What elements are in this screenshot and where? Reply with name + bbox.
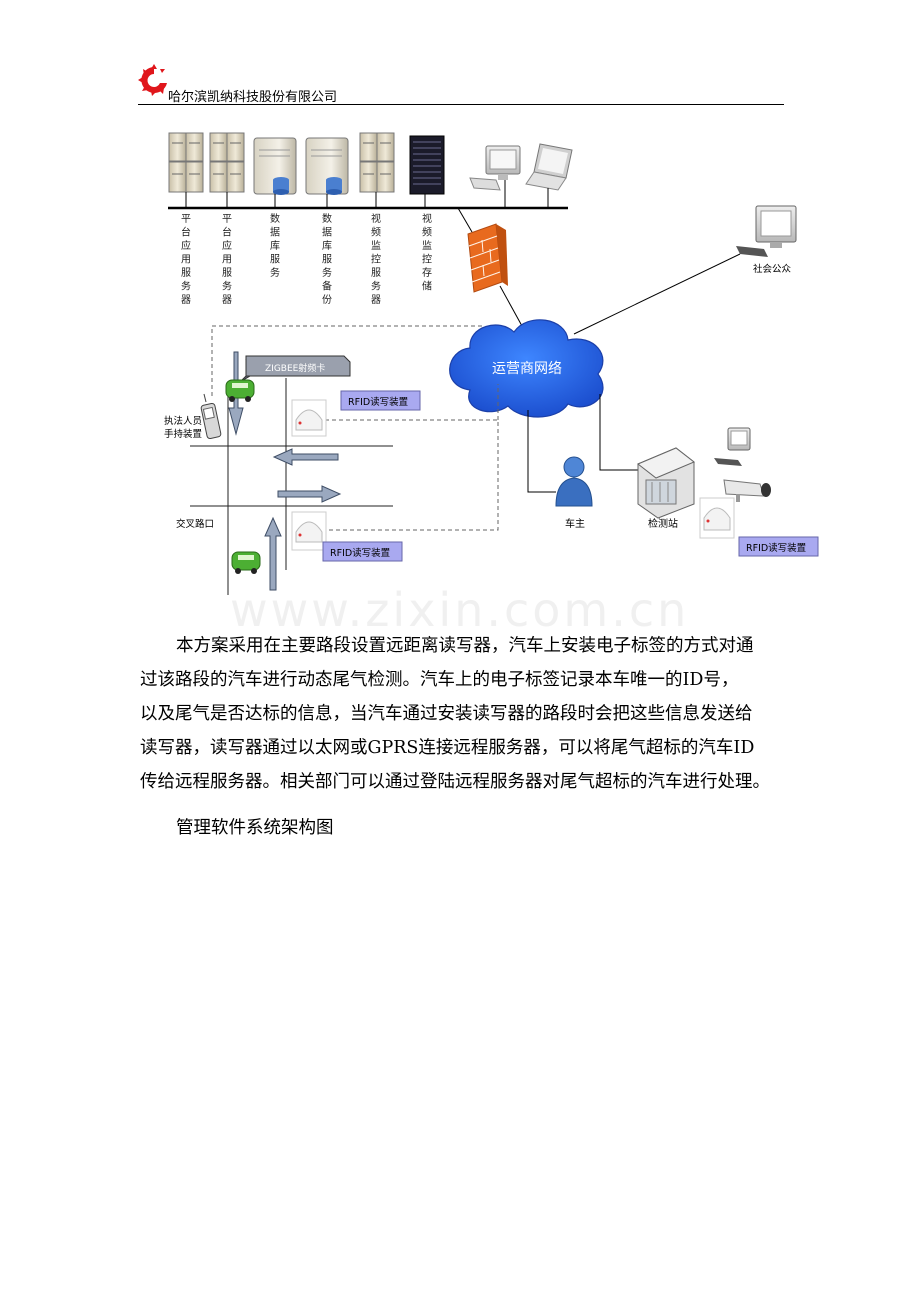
company-name: 哈尔滨凯纳科技股份有限公司	[168, 90, 338, 105]
handheld-label-1: 执法人员	[164, 415, 202, 427]
paragraph-line: 本方案采用在主要路段设置远距离读写器，汽车上安装电子标签的方式对通	[176, 636, 754, 656]
storage-rack-icon	[409, 135, 445, 208]
rfid-label-3: RFID读写装置	[746, 542, 806, 554]
system-diagram: 平台应用服务器平台应用服务器数据库服务数据库服务备份视频监控服务器视频监控存储 …	[164, 132, 819, 595]
video-server-icon	[359, 132, 395, 208]
server-label: 数据库服务备份	[322, 212, 332, 306]
network-links	[527, 394, 640, 493]
watermark: www.zixin.com.cn	[230, 583, 690, 637]
rfid-label-2: RFID读写装置	[330, 547, 390, 559]
server-label: 平台应用服务器	[181, 214, 191, 306]
server-label: 视频监控服务器	[371, 212, 381, 306]
rfid-label-box: RFID读写装置	[322, 541, 403, 562]
firewall-icon	[457, 207, 523, 327]
server-icon	[209, 132, 245, 208]
monitor-icon	[714, 427, 751, 466]
desktop-computer-icon	[469, 145, 521, 208]
public-label: 社会公众	[753, 263, 792, 275]
dashed-link	[211, 325, 499, 531]
carrier-network-cloud	[449, 319, 604, 418]
station-label: 检测站	[648, 517, 678, 530]
server-labels: 平台应用服务器 平台应用服务器 数据库服务 数据库服务备份 视频监控服务器 视频监控存储	[181, 212, 432, 306]
header-rule	[138, 104, 784, 105]
camera-icon	[723, 479, 771, 502]
paragraph-line: 读写器，读写器通过以太网或GPRS连接远程服务器，可以将尾气超标的汽车ID	[140, 738, 755, 758]
server-icon	[168, 132, 204, 208]
car-icon	[231, 551, 261, 574]
rfid-label-1: RFID读写装置	[348, 396, 408, 408]
rfid-label-box: RFID读写装置	[738, 536, 819, 557]
zigbee-tag-callout	[239, 355, 351, 383]
handheld-device-icon	[200, 393, 222, 440]
paragraph-line: 传给远程服务器。相关部门可以通过登陆远程服务器对尾气超标的汽车进行处理。	[140, 772, 770, 792]
rfid-label-box: RFID读写装置	[340, 390, 421, 411]
cloud-label: 运营商网络	[492, 361, 562, 377]
page-header: 哈尔滨凯纳科技股份有限公司	[138, 62, 784, 106]
paragraph-line: 过该路段的汽车进行动态尾气检测。汽车上的电子标签记录本车唯一的ID号，	[140, 670, 739, 690]
paragraph-line: 以及尾气是否达标的信息，当汽车通过安装读写器的路段时会把这些信息发送给	[140, 704, 753, 724]
inspection-station-icon	[637, 447, 695, 519]
server-label: 平台应用服务器	[222, 214, 232, 306]
public-computer-icon	[573, 205, 797, 335]
server-label: 数据库服务	[270, 212, 280, 279]
body-paragraph: 本方案采用在主要路段设置远距离读写器，汽车上安装电子标签的方式对通 过该路段的汽…	[140, 629, 788, 799]
road-lines	[190, 378, 393, 595]
server-label: 视频监控存储	[422, 212, 432, 293]
intersection-label: 交叉路口	[176, 518, 214, 530]
rfid-reader-icon	[291, 511, 327, 551]
section-caption: 管理软件系统架构图	[176, 818, 334, 838]
car-icon	[225, 379, 255, 402]
handheld-label-2: 手持装置	[164, 428, 202, 440]
rfid-reader-icon	[291, 399, 327, 437]
rfid-reader-icon	[699, 497, 735, 539]
company-logo-icon	[138, 64, 167, 96]
person-icon	[555, 456, 593, 507]
owner-label: 车主	[565, 517, 585, 530]
database-server-icon	[305, 137, 349, 208]
zigbee-label: ZIGBEE射频卡	[265, 362, 325, 374]
laptop-icon	[525, 143, 573, 208]
database-server-icon	[253, 137, 297, 208]
